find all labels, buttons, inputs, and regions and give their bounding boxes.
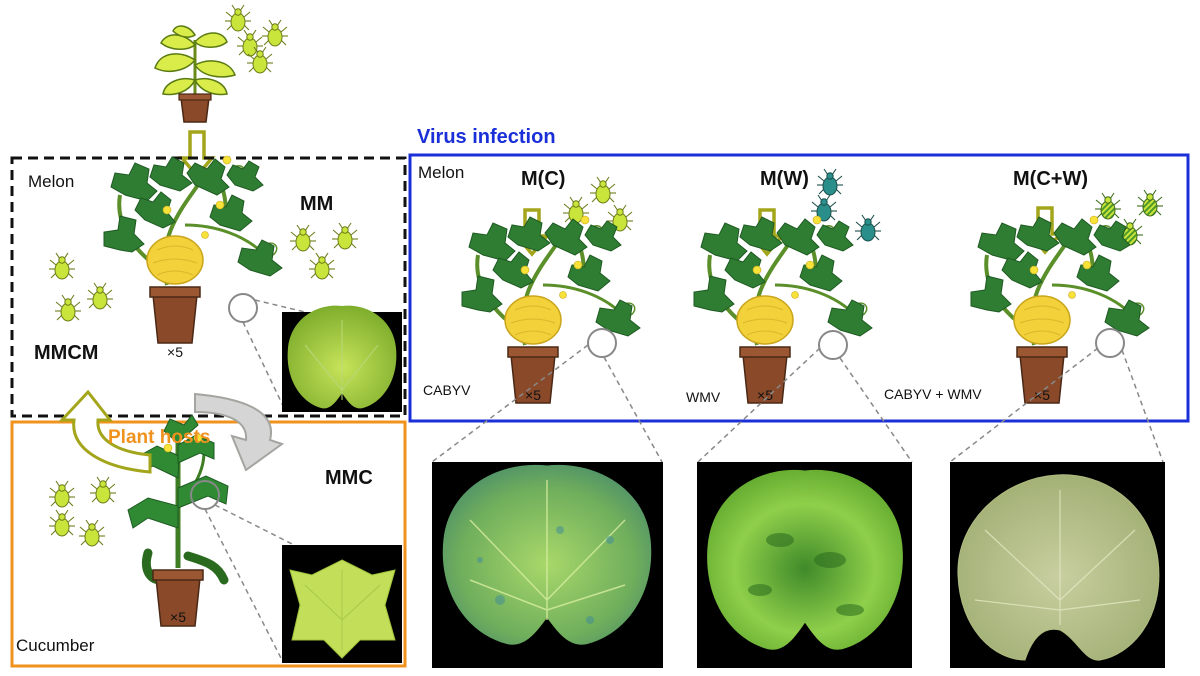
melon-host-label: Melon (28, 172, 75, 191)
virus-infection-box (408, 153, 1190, 423)
aphid-icon (54, 294, 82, 322)
leaf-highlight-circle (228, 293, 258, 323)
aphid-icon (48, 509, 76, 537)
melon-plant (969, 214, 1151, 405)
aphid-icon (289, 224, 317, 252)
melon-box (10, 156, 407, 418)
virus-label: WMV (686, 389, 721, 405)
virus-infection-title: Virus infection (417, 126, 556, 148)
aphid-teal-icon (854, 214, 882, 242)
aphid-icon (261, 19, 289, 47)
virus-label: CABYV (423, 382, 471, 398)
line-label-mmc: MMC (325, 467, 373, 489)
aphid-striped-icon (1136, 189, 1164, 217)
aphid-icon (589, 176, 617, 204)
pot-count: ×5 (167, 344, 183, 360)
plant-hosts-title: Plant hosts (108, 427, 211, 448)
cucumber-box (10, 420, 407, 668)
cycle-arrows (58, 389, 285, 474)
treatment-label: M(W) (760, 168, 809, 190)
leaf-highlight-circle (818, 330, 848, 360)
virus-label: CABYV + WMV (884, 386, 982, 402)
aphid-icon (331, 222, 359, 250)
pot-count: ×5 (170, 609, 186, 625)
aphid-icon (48, 252, 76, 280)
source-plant (154, 25, 236, 123)
aphid-teal-icon (816, 168, 844, 196)
treatment-label: M(C) (521, 168, 566, 190)
aphid-icon (86, 282, 114, 310)
leaf-highlight-circle (587, 328, 617, 358)
pot-count: ×5 (757, 387, 773, 403)
virus-box-host-label: Melon (418, 163, 465, 182)
aphid-icon (48, 480, 76, 508)
pot-count: ×5 (525, 387, 541, 403)
treatment-label: M(C+W) (1013, 168, 1088, 190)
aphid-icon (89, 476, 117, 504)
aphid-icon (308, 252, 336, 280)
leaf-highlight-circle (1095, 328, 1125, 358)
aphid-icon (224, 4, 252, 32)
cucumber-host-label: Cucumber (16, 636, 95, 655)
aphid-striped-icon (1094, 192, 1122, 220)
aphid-icon (78, 519, 106, 547)
line-label-mm: MM (300, 193, 334, 215)
pot-count: ×5 (1034, 387, 1050, 403)
melon-plant (692, 214, 874, 405)
line-label-mmcm: MMCM (34, 342, 99, 364)
